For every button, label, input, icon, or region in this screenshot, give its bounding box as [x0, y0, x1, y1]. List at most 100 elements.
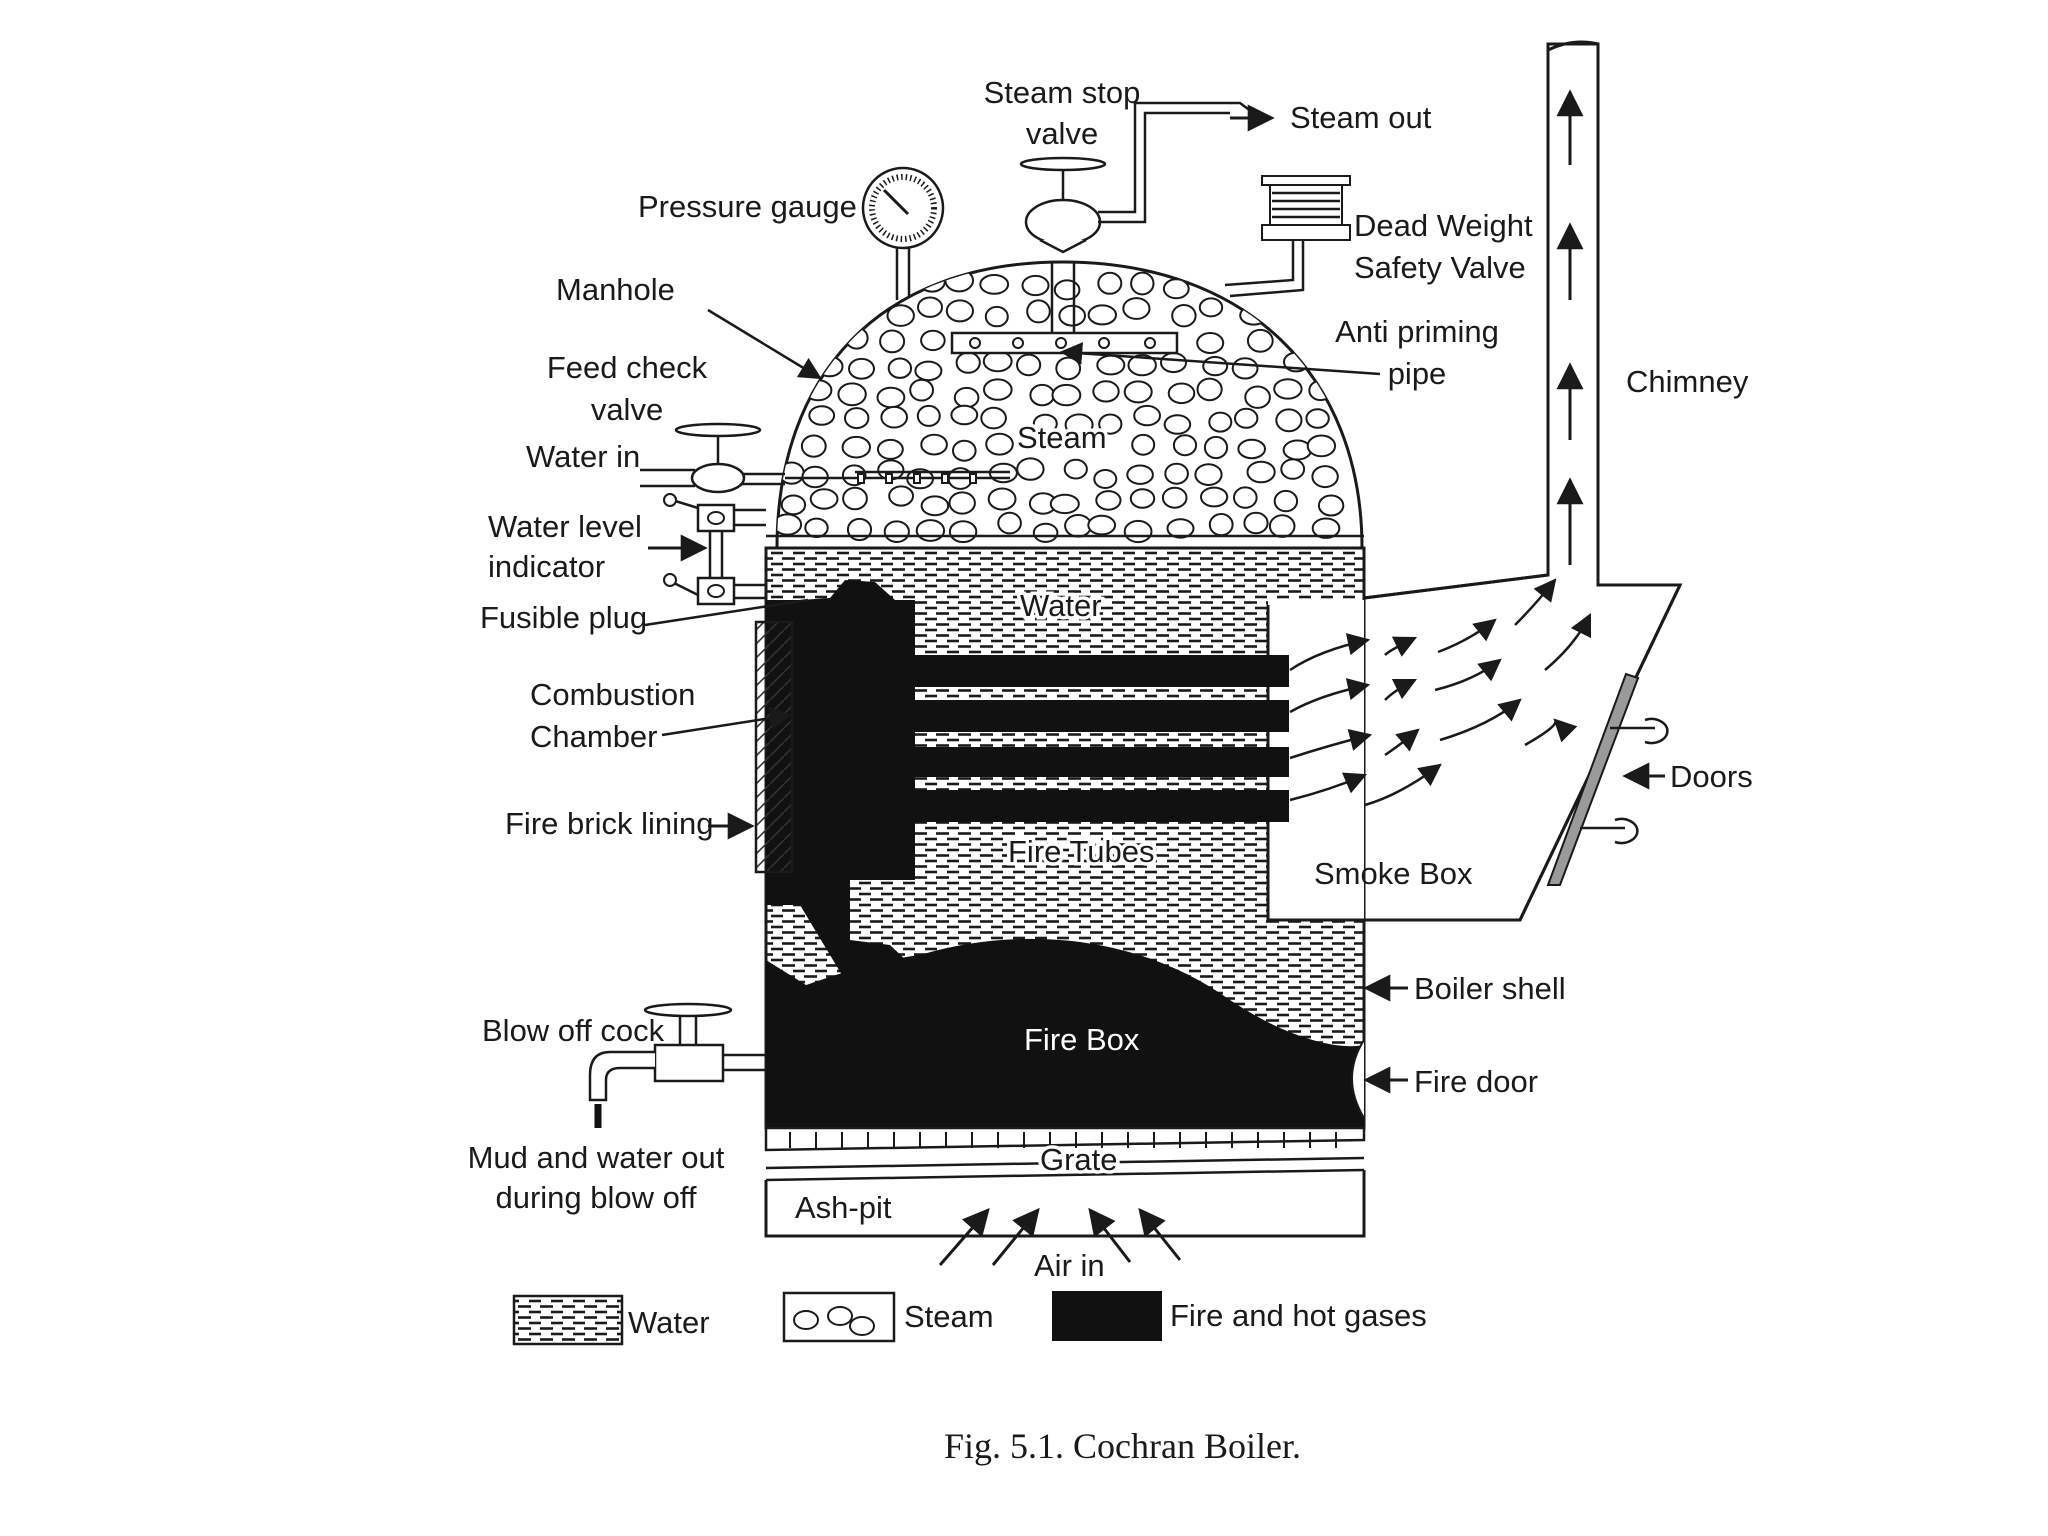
steam-stop-valve [1019, 101, 1275, 254]
legend-fire: Fire and hot gases [1052, 1291, 1427, 1341]
steam-bubble [1123, 519, 1153, 544]
legend-steam: Steam [782, 1291, 994, 1343]
steam-bubble [1123, 380, 1153, 404]
label-chimney: Chimney [1626, 364, 1749, 399]
steam-bubble [844, 407, 870, 430]
label-manhole: Manhole [556, 272, 675, 307]
steam-bubble [1049, 493, 1080, 515]
steam-bubble [777, 275, 798, 297]
steam-bubble [1029, 383, 1055, 407]
steam-bubble [1200, 486, 1229, 508]
hot-gas-arrows [1289, 578, 1592, 807]
steam-bubble [1194, 463, 1223, 487]
steam-bubble [777, 413, 797, 436]
steam-bubble [920, 433, 948, 456]
steam-bubble [800, 434, 827, 458]
steam-bubble [1196, 332, 1225, 354]
steam-bubble [1096, 354, 1126, 376]
steam-bubble [780, 494, 807, 516]
steam-bubble [952, 439, 977, 462]
steam-bubble [1127, 354, 1157, 377]
label-grate: Grate [1040, 1142, 1118, 1177]
grate [764, 1126, 1366, 1182]
steam-bubble [915, 519, 946, 542]
steam-bubble [1319, 272, 1347, 295]
label-water-in: Water in [526, 439, 640, 474]
steam-bubble [1093, 469, 1118, 489]
steam-bubble [1097, 271, 1123, 295]
label-steam: Steam [1017, 420, 1107, 455]
steam-bubble [1317, 494, 1345, 517]
steam-bubble [1196, 377, 1223, 402]
steam-bubble [777, 325, 803, 346]
legend-water: Water [512, 1294, 710, 1346]
steam-bubble [920, 329, 946, 352]
steam-bubble [1087, 304, 1118, 326]
steam-bubble [1092, 380, 1120, 403]
steam-bubble [1208, 513, 1234, 537]
steam-bubble [1122, 297, 1151, 320]
steam-bubble [880, 405, 909, 429]
steam-bubble [1239, 305, 1269, 326]
steam-bubble [815, 355, 844, 378]
steam-bubble [837, 382, 867, 407]
svg-text:Fire and hot gases: Fire and hot gases [1170, 1298, 1427, 1333]
steam-bubble [886, 304, 915, 327]
steam-bubble [1244, 385, 1271, 409]
steam-bubble [1243, 511, 1269, 535]
steam-bubble [1064, 514, 1093, 538]
steam-bubble [1234, 407, 1259, 429]
steam-bubble [1162, 278, 1190, 300]
steam-bubble [1246, 460, 1276, 484]
steam-bubble [1095, 490, 1122, 511]
steam-bubble [1172, 434, 1198, 457]
legend: Water Steam Fire and hot gases [512, 1291, 1427, 1346]
steam-bubble [848, 357, 875, 380]
steam-bubble [1273, 378, 1303, 400]
steam-bubble [916, 404, 941, 427]
steam-bubble [888, 485, 914, 507]
steam-bubble [1275, 408, 1303, 433]
steam-bubble [945, 299, 975, 323]
leader-lines [644, 308, 1665, 1094]
steam-bubble [1087, 514, 1117, 536]
steam-bubble [1233, 486, 1258, 509]
label-boiler-shell: Boiler shell [1414, 971, 1566, 1006]
steam-bubble [1053, 279, 1081, 301]
steam-bubble [844, 326, 869, 350]
steam-bubble [802, 299, 831, 320]
steam-bubble [1304, 300, 1330, 322]
steam-bubble [1171, 304, 1197, 328]
steam-bubble [1032, 413, 1058, 434]
svg-text:Steam: Steam [904, 1299, 994, 1334]
steam-bubble [1208, 411, 1233, 433]
steam-bubble [808, 405, 836, 426]
label-steam-out: Steam out [1290, 100, 1432, 135]
steam-bubble [1051, 383, 1082, 407]
steam-bubble [1026, 299, 1051, 324]
steam-bubble [909, 378, 934, 402]
steam-bubble [955, 351, 981, 374]
steam-bubble [1202, 356, 1229, 377]
label-fire-box: Fire Box [1024, 1022, 1140, 1057]
label-water: Water [1020, 588, 1102, 623]
steam-bubble [1311, 517, 1341, 539]
steam-bubble [950, 404, 979, 426]
steam-bubble [1276, 296, 1302, 319]
steam-bubble [984, 305, 1009, 328]
steam-bubble [1016, 353, 1042, 377]
steam-bubble [948, 520, 978, 544]
label-fire-tubes: Fire Tubes [1008, 834, 1154, 869]
steam-bubble [1131, 433, 1156, 456]
steam-bubble [877, 438, 904, 460]
steam-bubble [920, 495, 950, 517]
steam-bubble [1306, 434, 1337, 458]
steam-bubble [953, 386, 980, 409]
steam-bubble [879, 329, 906, 354]
steam-bubble [804, 517, 829, 538]
